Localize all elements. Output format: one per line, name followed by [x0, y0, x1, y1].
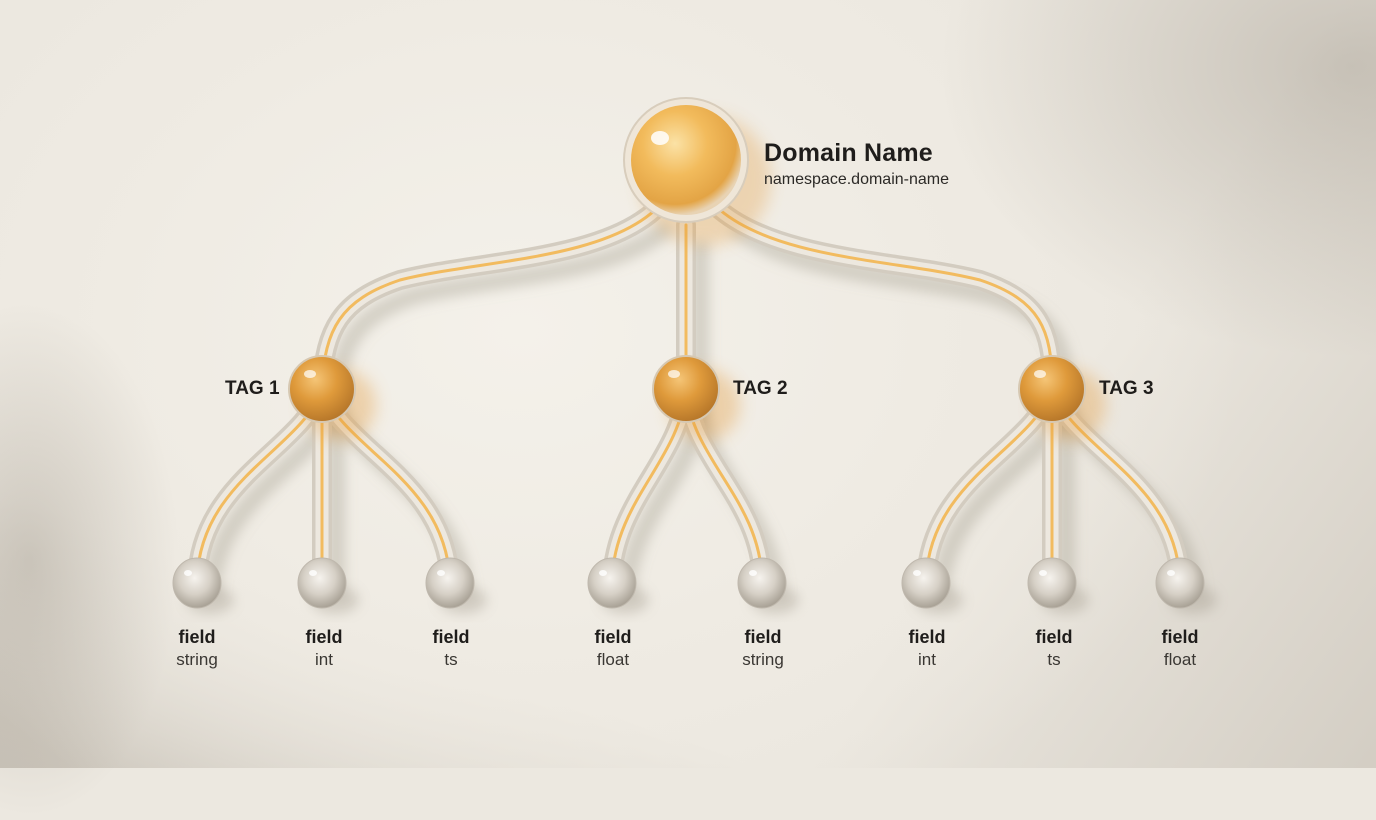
- field-label: field int: [264, 626, 384, 672]
- field-label: field string: [137, 626, 257, 672]
- root-node: [623, 97, 771, 246]
- field-label: field float: [553, 626, 673, 672]
- field-type: int: [918, 650, 936, 669]
- field-name: field: [594, 627, 632, 647]
- field-type: int: [315, 650, 333, 669]
- field-type: string: [742, 650, 784, 669]
- tree-diagram: [172, 97, 1217, 614]
- tag-1-label: TAG 1: [225, 378, 280, 399]
- field-label: field ts: [994, 626, 1114, 672]
- field-name: field: [305, 627, 343, 647]
- field-name: field: [908, 627, 946, 647]
- field-name: field: [1035, 627, 1073, 647]
- root-subtitle: namespace.domain-name: [764, 171, 949, 188]
- field-label: field float: [1120, 626, 1240, 672]
- leaf-drops: [172, 557, 1217, 614]
- field-label: field ts: [391, 626, 511, 672]
- tag-2-label: TAG 2: [733, 378, 788, 399]
- field-type: ts: [444, 650, 458, 669]
- root-title: Domain Name: [764, 139, 933, 167]
- field-type: ts: [1047, 650, 1061, 669]
- field-name: field: [178, 627, 216, 647]
- field-type: float: [596, 650, 630, 669]
- field-type: string: [176, 650, 218, 669]
- field-type: float: [1163, 650, 1197, 669]
- shadow-left: [0, 300, 180, 820]
- tag-nodes: [288, 355, 1106, 441]
- field-label: field int: [867, 626, 987, 672]
- field-label: field string: [703, 626, 823, 672]
- field-name: field: [1161, 627, 1199, 647]
- field-name: field: [432, 627, 470, 647]
- field-name: field: [744, 627, 782, 647]
- tag-3-label: TAG 3: [1099, 378, 1154, 399]
